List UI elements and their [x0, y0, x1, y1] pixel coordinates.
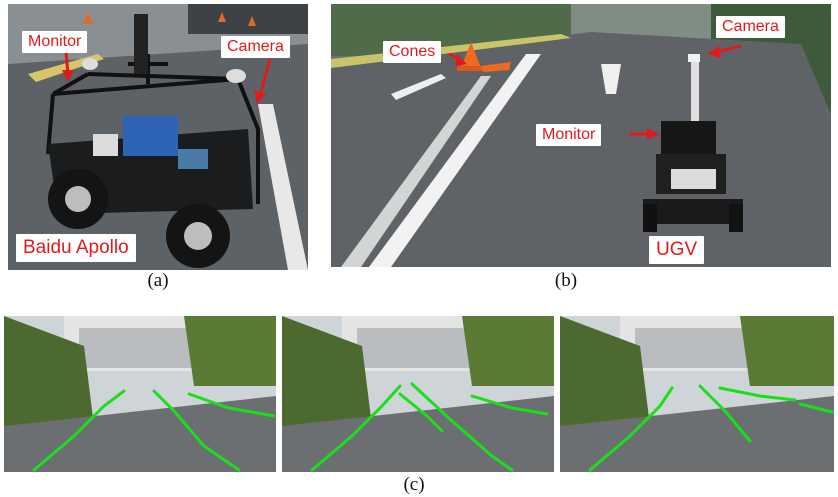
- label-monitor-b: Monitor: [536, 124, 602, 146]
- photo-ugv-road: Cones Camera Monitor UGV: [331, 4, 831, 267]
- label-monitor-a: Monitor: [22, 31, 88, 53]
- label-camera-b: Camera: [716, 16, 785, 38]
- lane-detection-frame-3: [560, 316, 834, 472]
- label-ugv: UGV: [649, 236, 705, 264]
- lane-detection-frame-2: [282, 316, 554, 472]
- label-camera-a: Camera: [221, 36, 290, 58]
- lane-detection-frame-1: [4, 316, 276, 472]
- photo-baidu-apollo: Monitor Camera Baidu Apollo: [8, 4, 308, 270]
- label-cones: Cones: [383, 41, 442, 63]
- label-baidu-apollo: Baidu Apollo: [16, 234, 136, 262]
- caption-a: (a): [147, 270, 169, 291]
- caption-c: (c): [403, 474, 425, 495]
- caption-b: (b): [554, 270, 578, 291]
